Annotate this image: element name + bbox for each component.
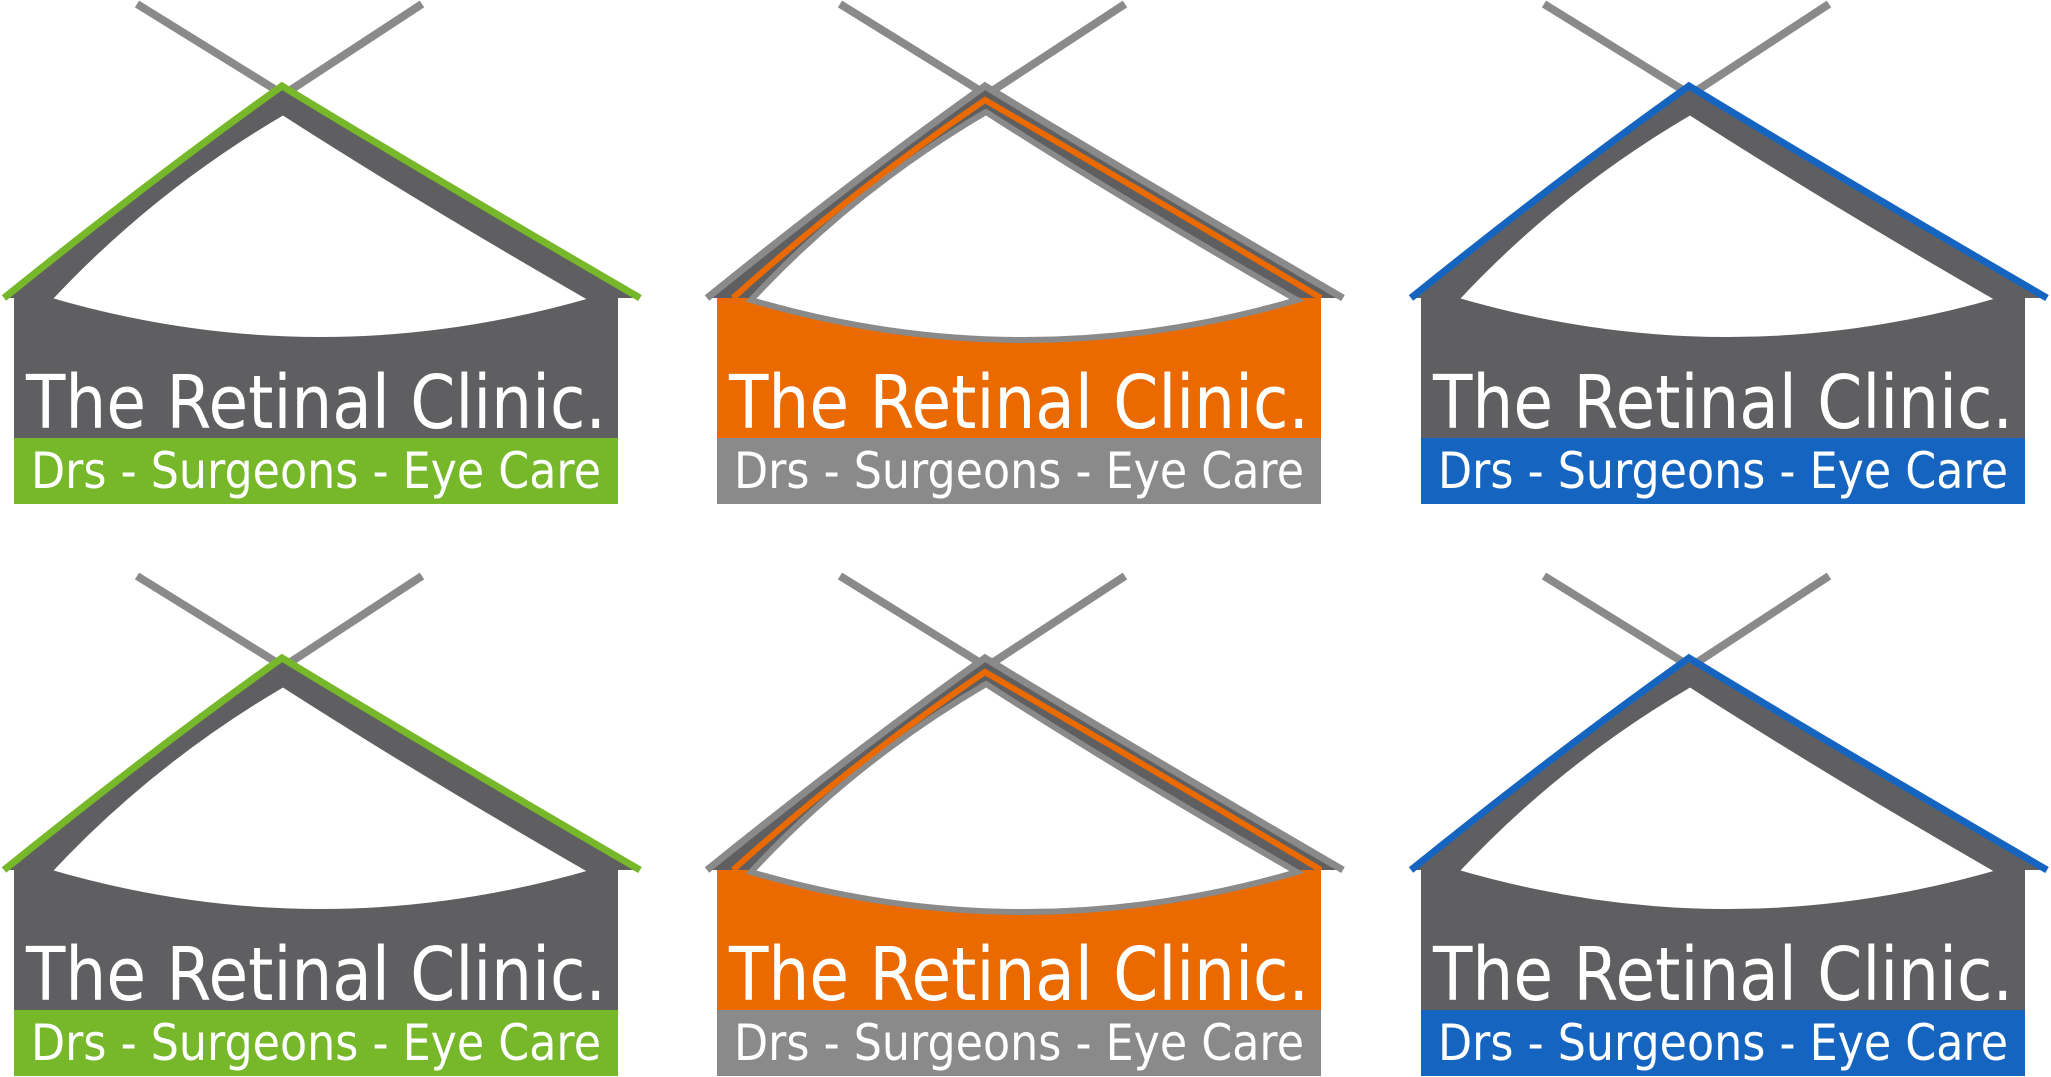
- logo-blue-6: The Retinal Clinic.Drs - Surgeons - Eye …: [1408, 572, 2049, 1076]
- tagline-band: [14, 1010, 618, 1076]
- logo-title: The Retinal Clinic.: [728, 360, 1309, 446]
- crossbar-right-line: [983, 572, 1128, 671]
- eye-window: [42, 108, 602, 343]
- roof-outline: [1408, 81, 2049, 302]
- logo-tagline: Drs - Surgeons - Eye Care: [31, 442, 601, 500]
- crossbar-left-line: [134, 572, 287, 671]
- crossbar-left-line: [837, 572, 990, 671]
- crossbar-right-line: [280, 0, 425, 99]
- logo-title: The Retinal Clinic.: [25, 932, 606, 1018]
- logo-tagline: Drs - Surgeons - Eye Care: [734, 442, 1304, 500]
- crossbar-left-line: [1541, 572, 1694, 671]
- roof-outline: [704, 81, 1345, 302]
- logo-tagline: Drs - Surgeons - Eye Care: [1438, 1014, 2008, 1072]
- eye-window: [745, 108, 1305, 343]
- tagline-band: [14, 438, 618, 504]
- roof-outline: [1, 81, 642, 302]
- tagline-band: [717, 1010, 1321, 1076]
- logo-orange-5: The Retinal Clinic.Drs - Surgeons - Eye …: [704, 572, 1345, 1076]
- crossbar-right-line: [1687, 572, 1832, 671]
- crossbar-right-line: [280, 572, 425, 671]
- tagline-band: [1421, 1010, 2025, 1076]
- eye-window: [1449, 680, 2009, 915]
- crossbar-left-line: [1541, 0, 1694, 99]
- roof-accent: [730, 96, 1323, 301]
- logo-tagline: Drs - Surgeons - Eye Care: [1438, 442, 2008, 500]
- logo-green-1: The Retinal Clinic.Drs - Surgeons - Eye …: [1, 0, 642, 504]
- logo-title: The Retinal Clinic.: [1432, 932, 2013, 1018]
- eye-window: [42, 680, 602, 915]
- logo-title: The Retinal Clinic.: [25, 360, 606, 446]
- eye-window: [1449, 108, 2009, 343]
- crossbar-right-line: [1687, 0, 1832, 99]
- crossbar-right-line: [983, 0, 1128, 99]
- roof-outline: [1, 653, 642, 874]
- tagline-band: [1421, 438, 2025, 504]
- roof-outline: [1408, 653, 2049, 874]
- logo-blue-3: The Retinal Clinic.Drs - Surgeons - Eye …: [1408, 0, 2049, 504]
- eye-window: [745, 680, 1305, 915]
- logo-title: The Retinal Clinic.: [1432, 360, 2013, 446]
- logo-tagline: Drs - Surgeons - Eye Care: [734, 1014, 1304, 1072]
- logo-tagline: Drs - Surgeons - Eye Care: [31, 1014, 601, 1072]
- crossbar-left-line: [837, 0, 990, 99]
- logo-green-4: The Retinal Clinic.Drs - Surgeons - Eye …: [1, 572, 642, 1076]
- crossbar-left-line: [134, 0, 287, 99]
- tagline-band: [717, 438, 1321, 504]
- logo-orange-2: The Retinal Clinic.Drs - Surgeons - Eye …: [704, 0, 1345, 504]
- roof-outline: [704, 653, 1345, 874]
- roof-accent: [730, 668, 1323, 873]
- logo-title: The Retinal Clinic.: [728, 932, 1309, 1018]
